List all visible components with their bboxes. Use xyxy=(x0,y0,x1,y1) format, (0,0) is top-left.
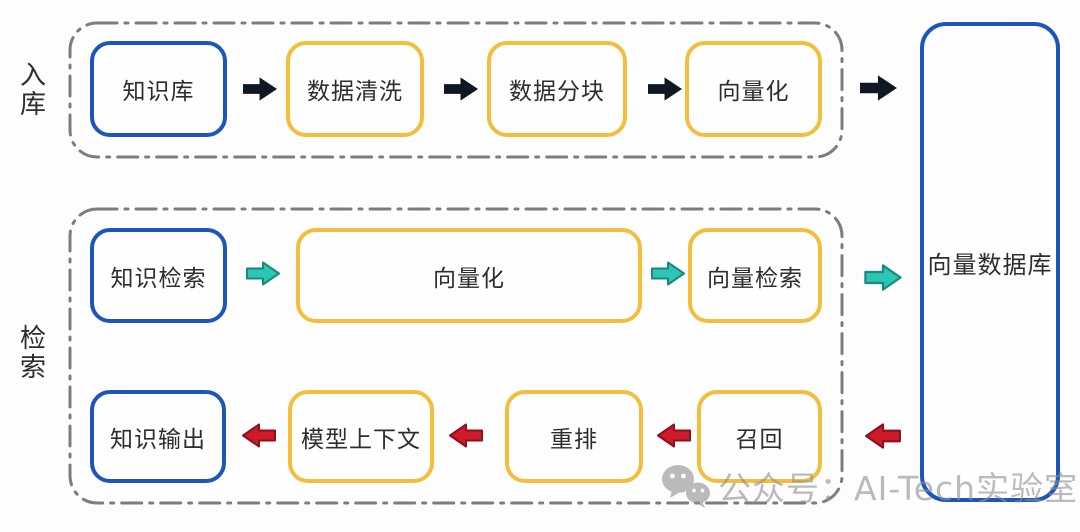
node-label: 知识库 xyxy=(122,79,195,105)
node-knowledge-output: 知识输出 xyxy=(90,390,226,483)
arrow-left-red-icon xyxy=(656,420,692,451)
node-label: 数据清洗 xyxy=(307,79,403,105)
node-label: 数据分块 xyxy=(509,79,605,105)
arrow-right-teal-icon xyxy=(650,258,686,289)
arrow-right-black-icon xyxy=(860,72,898,104)
node-label: 知识检索 xyxy=(110,265,207,292)
section-label-ingest: 入库 xyxy=(19,61,46,121)
node-recall: 召回 xyxy=(697,390,822,483)
node-vector-search: 向量检索 xyxy=(688,228,822,323)
node-vector-database: 向量数据库 xyxy=(920,22,1060,502)
ingest-section-container xyxy=(68,21,844,159)
arrow-left-red-icon xyxy=(448,420,484,451)
arrow-right-teal-icon xyxy=(245,258,281,289)
section-label-retrieve: 检索 xyxy=(19,324,46,384)
arrow-left-red-icon xyxy=(241,420,277,451)
node-data-chunking: 数据分块 xyxy=(487,41,627,137)
node-label: 向量检索 xyxy=(707,265,803,292)
node-data-cleaning: 数据清洗 xyxy=(286,41,424,137)
node-knowledge-retrieval: 知识检索 xyxy=(90,228,227,323)
arrow-right-black-icon xyxy=(444,74,479,104)
node-vectorize-ingest: 向量化 xyxy=(685,41,822,137)
node-label: 重排 xyxy=(550,426,598,453)
arrow-right-teal-icon xyxy=(863,261,903,294)
arrow-left-red-icon xyxy=(864,420,902,452)
retrieve-section-container xyxy=(68,207,844,505)
node-vectorize-query: 向量化 xyxy=(296,228,642,323)
arrow-right-black-icon xyxy=(243,74,278,104)
node-label: 向量化 xyxy=(717,79,790,105)
node-label: 知识输出 xyxy=(110,426,206,453)
node-label: 向量数据库 xyxy=(927,250,1053,279)
node-label: 召回 xyxy=(735,426,784,453)
node-model-context: 模型上下文 xyxy=(288,390,434,483)
node-rerank: 重排 xyxy=(505,390,643,483)
arrow-right-black-icon xyxy=(648,74,683,104)
node-label: 向量化 xyxy=(433,265,505,292)
node-label: 模型上下文 xyxy=(301,426,421,453)
node-knowledge-base: 知识库 xyxy=(90,41,227,137)
